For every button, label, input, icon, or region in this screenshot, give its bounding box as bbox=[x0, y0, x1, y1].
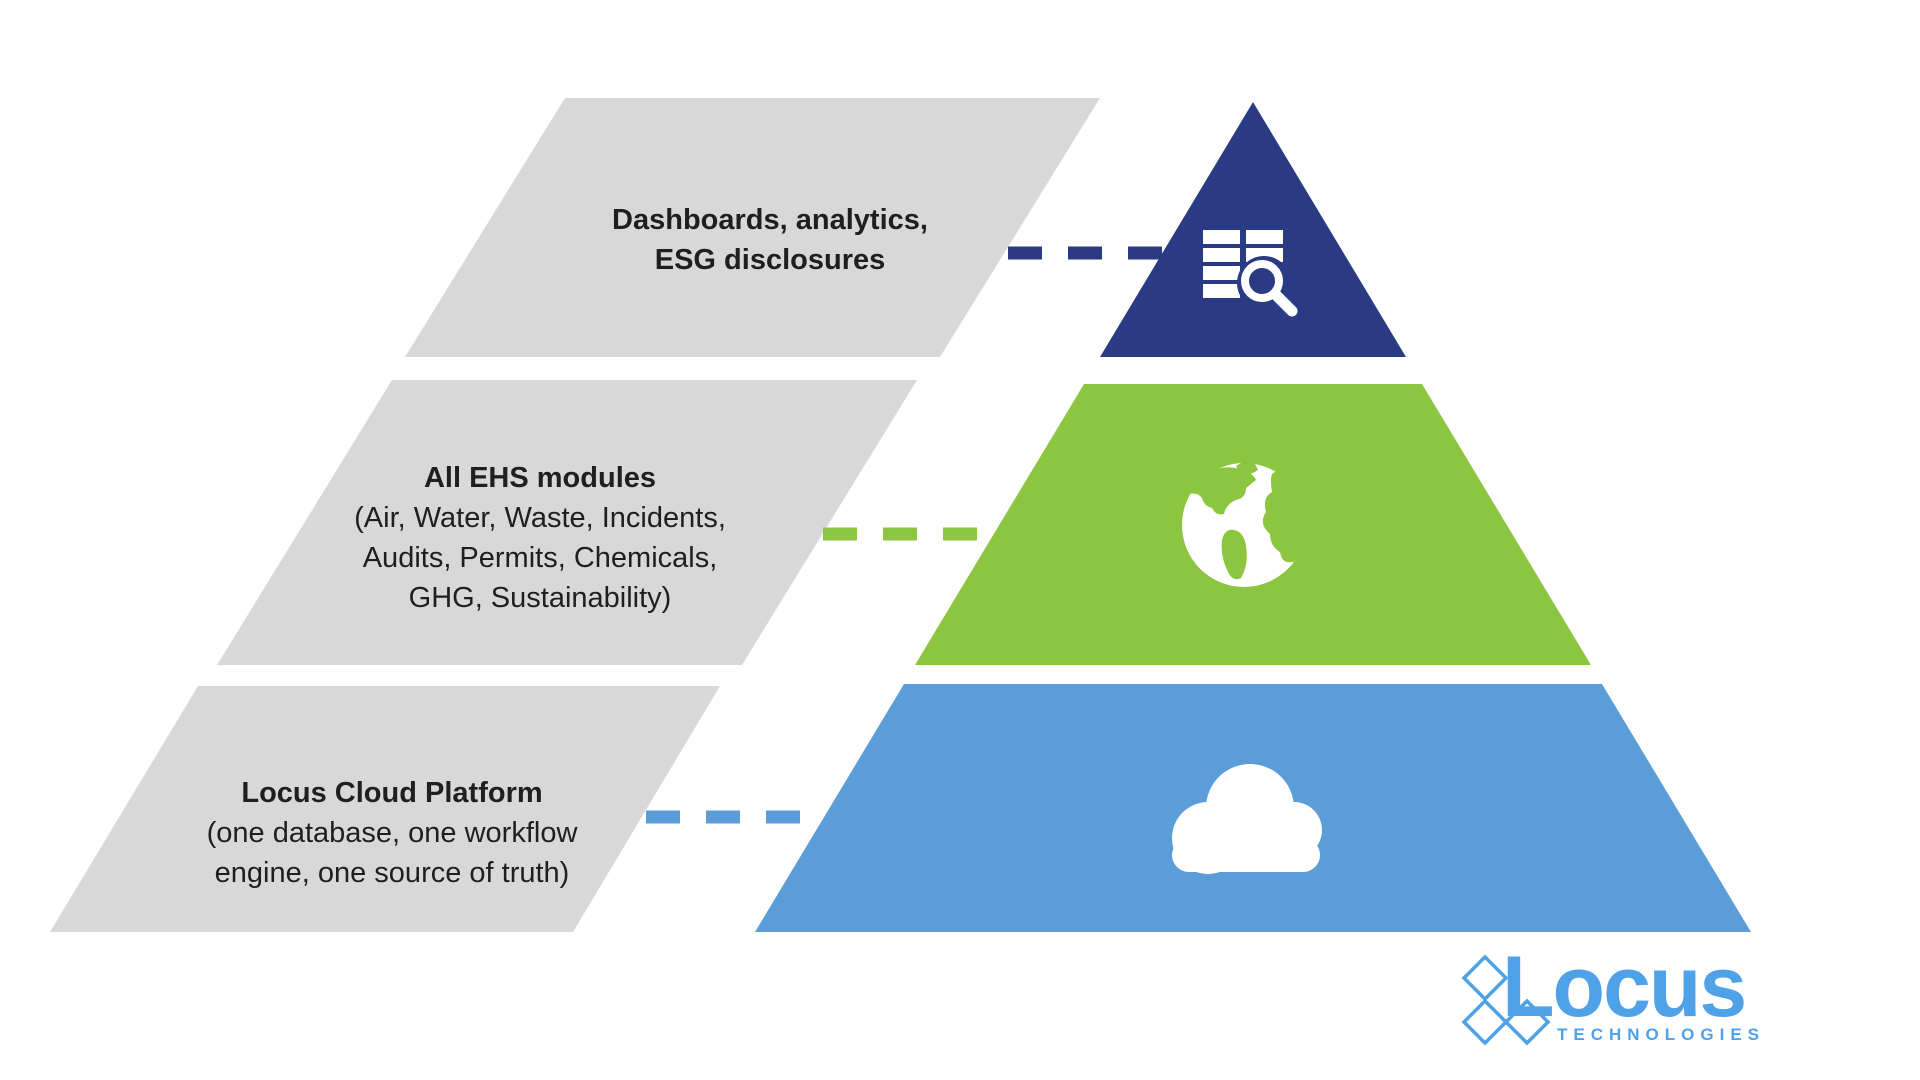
layer-top-label-line: ESG disclosures bbox=[654, 244, 886, 276]
layer-top-label: Dashboards, analytics, ESG disclosures bbox=[612, 200, 928, 280]
label-parallelogram-middle bbox=[217, 380, 917, 665]
layer-middle-label-line: (Air, Water, Waste, Incidents, bbox=[354, 502, 726, 534]
report-table-search-icon bbox=[1203, 230, 1298, 317]
layer-bottom-label-title: Locus Cloud Platform bbox=[241, 777, 543, 809]
label-parallelogram-top bbox=[405, 98, 1100, 357]
layer-middle-label: All EHS modules (Air, Water, Waste, Inci… bbox=[354, 458, 726, 618]
pyramid-layer-top bbox=[1100, 102, 1406, 357]
label-parallelogram-bottom bbox=[50, 686, 720, 932]
layer-bottom-label-line: (one database, one workflow bbox=[206, 817, 578, 849]
cloud-icon bbox=[1172, 764, 1322, 874]
layer-middle-label-line: GHG, Sustainability) bbox=[408, 582, 672, 614]
locus-logo-subtext: TECHNOLOGIES bbox=[1557, 1025, 1766, 1044]
layer-middle-label-line: Audits, Permits, Chemicals, bbox=[362, 542, 718, 574]
locus-logo-diamonds bbox=[1461, 954, 1551, 1046]
layer-middle-label-title: All EHS modules bbox=[423, 462, 657, 494]
locus-logo-wordmark: Locus bbox=[1502, 939, 1747, 1035]
layer-bottom-label-line: engine, one source of truth) bbox=[214, 857, 570, 889]
layer-bottom-label: Locus Cloud Platform (one database, one … bbox=[207, 773, 578, 893]
layer-top-label-line: Dashboards, analytics, bbox=[612, 204, 928, 236]
globe-icon bbox=[1182, 461, 1332, 587]
